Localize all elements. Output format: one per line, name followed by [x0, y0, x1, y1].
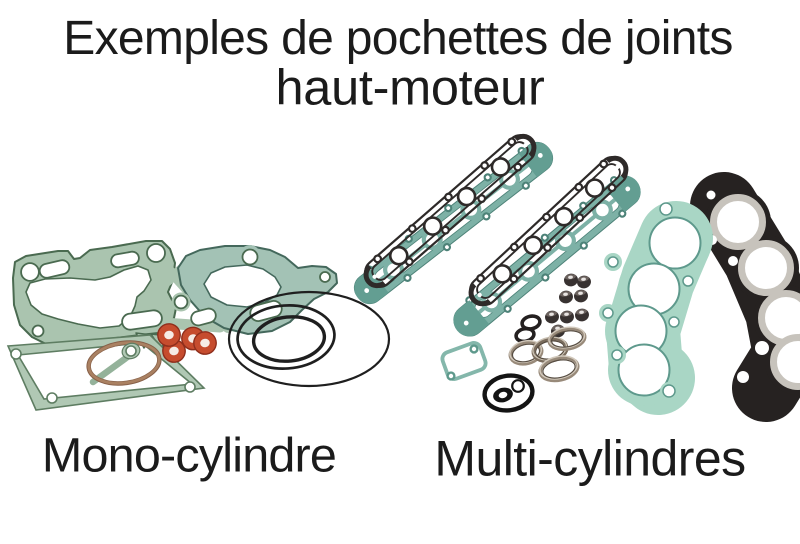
svg-text:haut-moteur: haut-moteur [276, 59, 545, 116]
svg-text:Multi-cylindres: Multi-cylindres [434, 431, 745, 487]
svg-text:Mono-cylindre: Mono-cylindre [42, 429, 336, 483]
svg-text:Exemples de pochettes de joint: Exemples de pochettes de joints [63, 12, 732, 65]
